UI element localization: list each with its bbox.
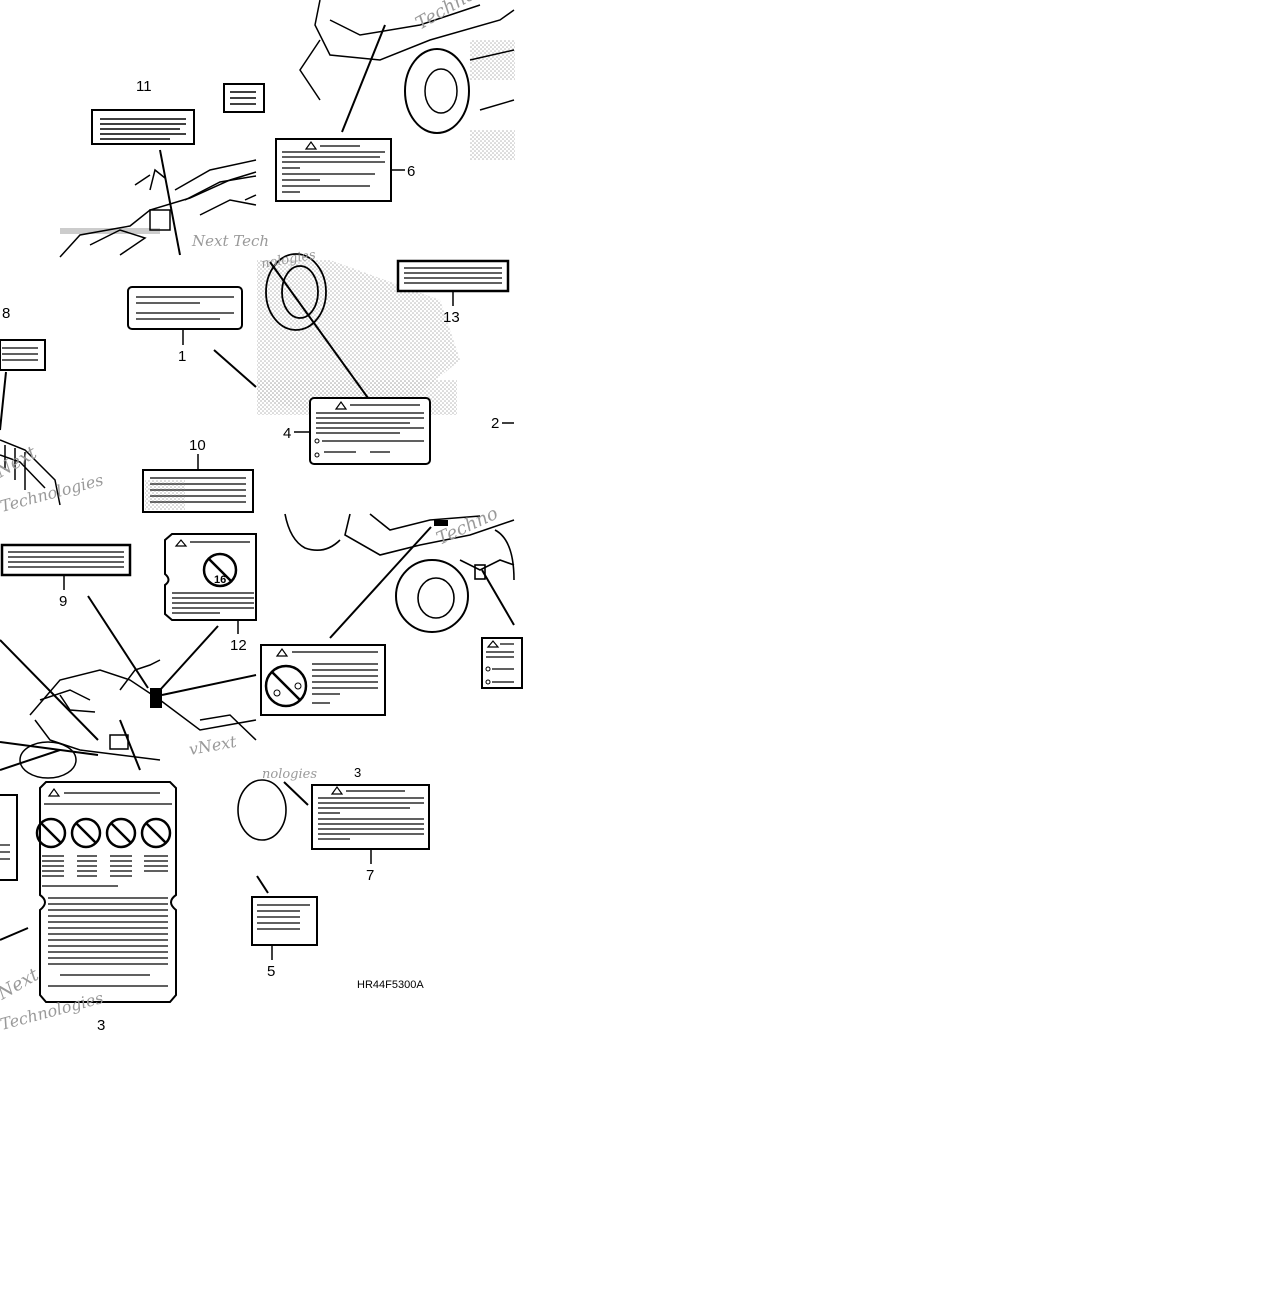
watermark-10: nologies xyxy=(262,767,317,782)
atv-side-sketch xyxy=(19,659,257,779)
label-1-shape xyxy=(127,286,243,330)
callout-10: 10 xyxy=(189,437,206,454)
age-badge: 16 xyxy=(214,574,226,586)
watermark-1: Next Tech xyxy=(191,232,269,250)
no-alcohol-icon xyxy=(70,817,102,849)
no-helmet-less-icon xyxy=(140,817,172,849)
tile-f: Techno xyxy=(260,503,523,716)
callout-3: 3 xyxy=(97,1017,105,1034)
label-6-shape xyxy=(275,138,392,202)
label-13-shape xyxy=(396,259,510,293)
tile-a: 11 Next Tech xyxy=(59,78,269,258)
label-9-shape xyxy=(0,543,132,577)
watermark-8: Next xyxy=(0,964,43,1005)
label-1-lines xyxy=(136,296,234,320)
watermark-7: Techno xyxy=(433,503,501,550)
label-13-lines xyxy=(404,267,502,284)
tile-d: nologies 13 4 2 xyxy=(257,248,514,465)
label-12-lines xyxy=(172,592,254,614)
callout-8: 8 xyxy=(2,305,10,322)
label-3-shape xyxy=(39,781,177,1003)
tile-c: 1 8 Next Technologies 10 xyxy=(0,286,257,516)
label-8-shape xyxy=(0,339,46,371)
label-4-lines xyxy=(316,404,424,453)
label-9-lines xyxy=(8,551,124,568)
atv-front-sketch xyxy=(59,159,257,258)
callout-6: 6 xyxy=(407,163,415,180)
no-passenger-icon: 16 xyxy=(202,552,238,588)
callout-11: 11 xyxy=(136,78,152,95)
callout-4: 4 xyxy=(283,425,291,442)
callout-1: 1 xyxy=(178,348,186,365)
label-partial-left xyxy=(0,794,18,881)
atv-rear-sketch xyxy=(299,0,515,134)
callout-5: 5 xyxy=(267,963,275,980)
no-wheelie-icon xyxy=(264,664,308,708)
label-3-lines xyxy=(42,855,168,987)
label-7-shape xyxy=(311,784,430,850)
tile-g: Next Technologies 3 xyxy=(0,781,177,1034)
leader-lines-e xyxy=(0,595,257,771)
label-4-shape xyxy=(309,397,431,465)
no-passenger-icon-2 xyxy=(35,817,67,849)
atv-rack-sketch xyxy=(0,439,61,506)
label-5-lines xyxy=(257,904,310,930)
callout-2: 2 xyxy=(491,415,499,432)
part-code: HR44F5300A xyxy=(357,979,424,991)
callout-3-top: 3 xyxy=(354,765,361,780)
label-11-lines xyxy=(100,118,186,140)
callout-12: 12 xyxy=(230,637,247,654)
label-6-lines xyxy=(282,145,385,193)
label-wheelie-lines xyxy=(312,663,378,704)
label-12-shape xyxy=(164,533,257,621)
tile-b: Technologies 6 xyxy=(275,0,526,202)
tile-e: 9 16 12 xyxy=(0,533,257,779)
callout-7: 7 xyxy=(366,867,374,884)
label-5-shape xyxy=(251,896,318,946)
callout-9: 9 xyxy=(59,593,67,610)
watermark-6: vNext xyxy=(187,732,238,759)
tile-h: nologies 3 7 5 HR44F5 xyxy=(237,765,430,991)
label-7-lines xyxy=(318,790,424,840)
prohibition-icons xyxy=(35,817,172,849)
no-paved-road-icon xyxy=(105,817,137,849)
callout-13: 13 xyxy=(443,309,460,326)
atv-rear-wheels xyxy=(284,513,515,633)
